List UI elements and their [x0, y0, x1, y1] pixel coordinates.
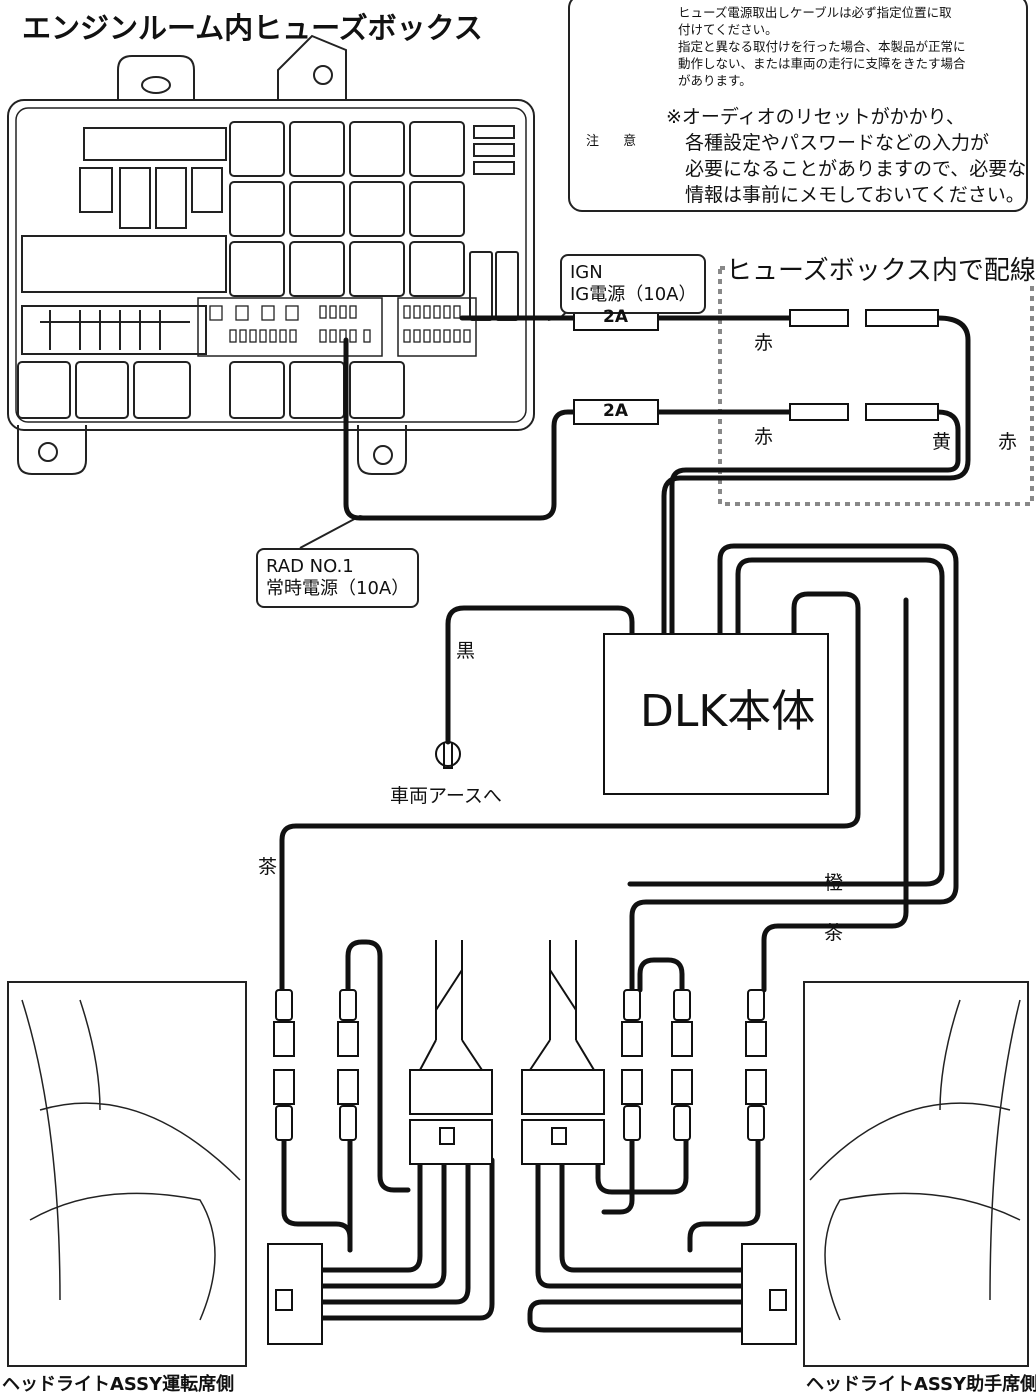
caution-note-line: 必要になることがありますので、必要な [666, 158, 1027, 180]
relay-grid [229, 121, 465, 297]
caution-note-line: 情報は事前にメモしておいてください。 [666, 184, 1025, 206]
wire-color-label: 茶 [258, 856, 278, 878]
caution-line: 付けてください。 [678, 22, 778, 37]
caution-line: ヒューズ電源取出しケーブルは必ず指定位置に取 [678, 5, 952, 20]
fuse-holder-lower [573, 399, 659, 425]
headlight-right-label: ヘッドライトASSY助手席側 [806, 1374, 1036, 1395]
wire-color-label: 黒 [456, 640, 476, 662]
wiring-region-label: ヒューズボックス内で配線。 [726, 258, 1036, 284]
page-title: エンジンルーム内ヒューズボックス [22, 11, 483, 45]
wire-color-label: 赤 [998, 431, 1018, 453]
fuse-rating-label: 2A [603, 401, 628, 421]
caution-line: があります。 [678, 73, 752, 88]
ign-callout-line2: IG電源（10A） [570, 284, 697, 305]
ign-callout: IGN IG電源（10A） [560, 254, 707, 314]
harness-wires [279, 315, 971, 1333]
caution-line: 動作しない、または車両の走行に支障をきたす場合 [678, 56, 966, 71]
headlight-left-label: ヘッドライトASSY運転席側 [2, 1374, 235, 1395]
wire-color-label: 赤 [754, 332, 774, 354]
wire-color-label: 茶 [824, 922, 844, 944]
caution-line: 指定と異なる取付けを行った場合、本製品が正常に [678, 39, 966, 54]
earth-terminal-icon [435, 741, 461, 769]
caution-note-line: ※オーディオのリセットがかかり、 [666, 106, 965, 128]
headlight-left-panel [7, 981, 247, 1367]
fuse-box [7, 34, 535, 475]
caution-notice: ヒューズ電源取出しケーブルは必ず指定位置に取 付けてください。 指定と異なる取付… [568, 0, 1028, 212]
dlk-unit-label: DLK本体 [640, 686, 816, 737]
ign-callout-line1: IGN [570, 262, 603, 283]
dlk-unit-box [603, 633, 829, 795]
wire-color-label: 橙 [824, 872, 844, 894]
rad-callout-line2: 常時電源（10A） [266, 578, 410, 599]
earth-label: 車両アースへ [390, 785, 502, 807]
rad-callout: RAD NO.1 常時電源（10A） [256, 548, 420, 608]
rad-callout-line1: RAD NO.1 [266, 556, 354, 577]
fuse-box-wiring-region [718, 266, 1034, 506]
wire-color-label: 赤 [754, 426, 774, 448]
wire-color-label: 黄 [932, 431, 952, 453]
caution-note-line: 各種設定やパスワードなどの入力が [666, 132, 990, 154]
fuse-rating-label: 2A [603, 307, 628, 327]
headlight-right-panel [803, 981, 1029, 1367]
caution-label: 注 意 [586, 134, 647, 149]
